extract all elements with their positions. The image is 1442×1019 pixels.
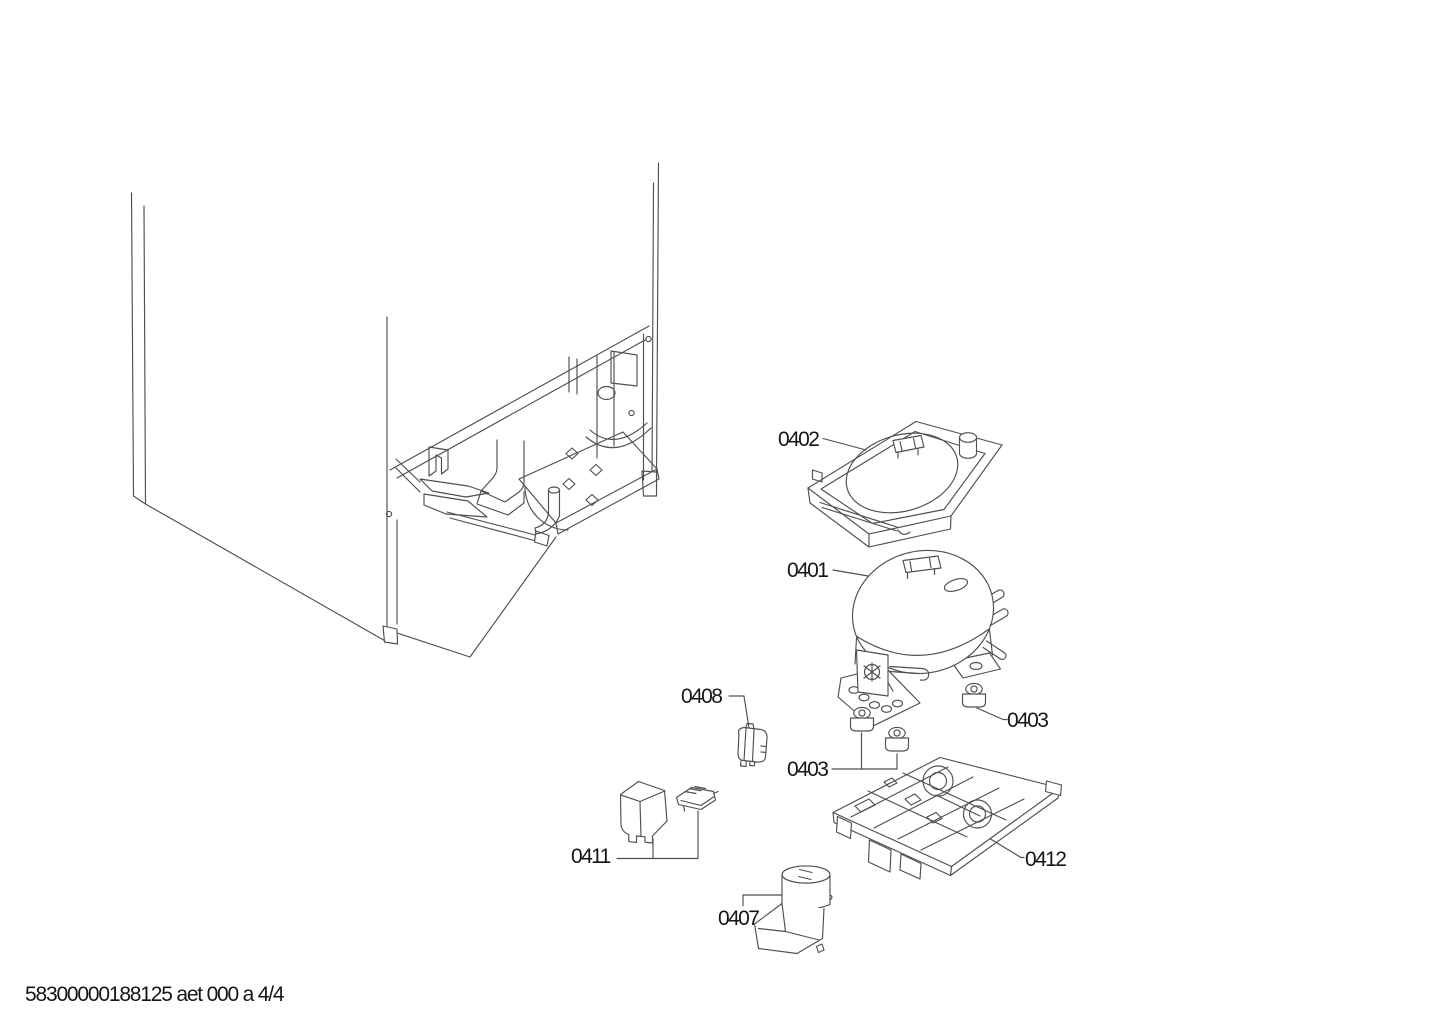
condenser-bracket-arm [423,493,488,518]
fridge-cabinet-outline [130,162,660,645]
part-0411-bracket [675,785,719,812]
part-0411-cover [619,780,668,844]
wall-bracket [428,446,449,477]
grommet [884,726,910,752]
leader-0403 [831,732,898,770]
drawing-number: 58300000188125 aet 000 a 4/4 [25,983,285,1006]
screw-icon [385,510,393,518]
compressor-dome [851,549,995,675]
label-0401: 0401 [787,559,828,582]
base-plate-tab [1044,780,1063,797]
tray-dome [845,432,959,514]
grommet [849,706,875,732]
callout-labels: 0402 0401 0408 0403 0403 0411 0412 0407 [571,428,1068,930]
label-0412: 0412 [1025,848,1066,871]
callout-leader-lines [616,437,1025,907]
label-0408: 0408 [681,685,722,708]
base-plate-feet [835,815,922,880]
tray-stub [958,436,978,459]
label-0403: 0403 [787,758,828,781]
leader-0403b [976,707,1008,721]
label-0407: 0407 [718,907,759,930]
label-0402: 0402 [778,428,819,451]
grommet [961,682,987,708]
funnel-chute [753,902,825,955]
air-duct [476,439,525,516]
suction-pipe [889,665,930,681]
screw-icon [645,335,652,343]
condenser-bracket-arm [419,478,490,498]
tray-clip [892,434,925,454]
leader-0407 [742,894,788,907]
label-0403b: 0403 [1007,709,1048,732]
plate-vent-holes [562,447,603,507]
installed-base-plate [518,431,658,524]
part-0408-starter-relay [737,722,768,768]
capillary-tube [585,422,652,449]
part-0412-base-plate [832,756,1063,880]
compressor-clip [902,555,942,574]
part-0402-drip-tray [807,420,1003,548]
leader-0402 [822,437,867,451]
screw-icon [628,409,635,417]
drain-pipe [534,489,561,535]
part-0403-grommets [849,682,987,752]
part-0407-drain-funnel [753,865,833,955]
leader-0401 [832,569,869,577]
label-0411: 0411 [571,845,611,868]
machine-compartment-detail [395,350,660,658]
leader-0408 [728,695,750,729]
